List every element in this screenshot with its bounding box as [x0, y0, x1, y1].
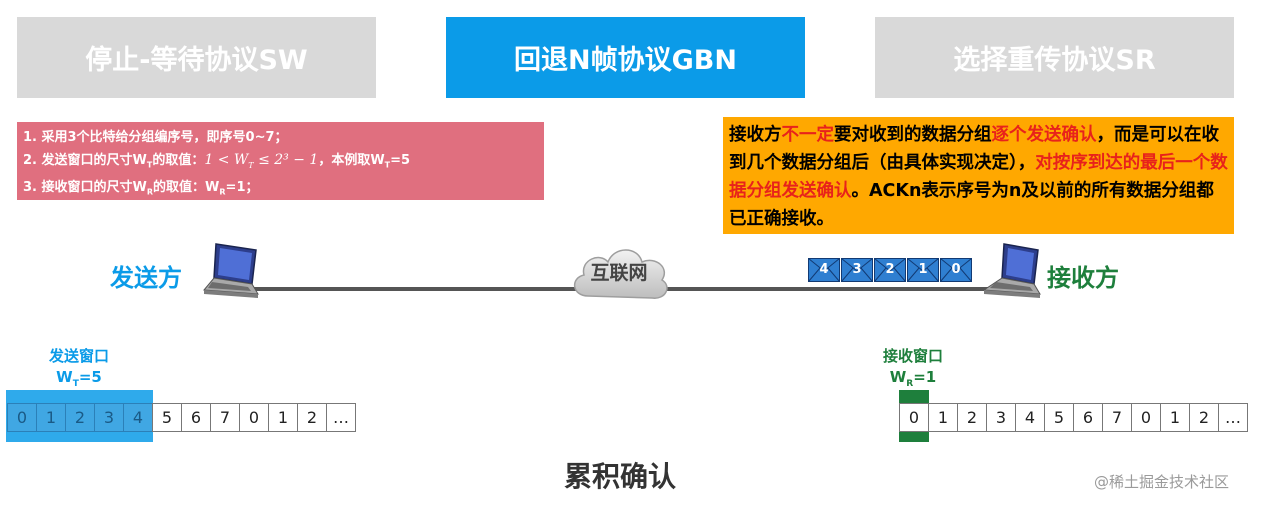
sequence-cell: 6: [1073, 403, 1103, 432]
packets-in-transit: 4 3 2 1 0: [808, 258, 973, 284]
watermark: @稀土掘金技术社区: [1094, 473, 1230, 491]
note-highlight-1: 不一定: [781, 125, 835, 145]
sender-sequence-row: 0 1 2 3 4 5 6 7 0 1 2 …: [7, 403, 356, 432]
sequence-cell: …: [326, 403, 356, 432]
sequence-cell: 3: [986, 403, 1016, 432]
sequence-cell: 4: [1015, 403, 1045, 432]
packet-envelope: 0: [940, 258, 972, 282]
packet-envelope: 1: [907, 258, 939, 282]
packet-number: 0: [951, 262, 961, 277]
packet-number: 2: [885, 262, 895, 277]
window-size-formula: 1 < WT ≤ 2³ − 1: [204, 152, 319, 170]
rule-2-suffix: ，本例取W: [318, 153, 385, 168]
sequence-cell: 7: [1102, 403, 1132, 432]
packet-number: 3: [852, 262, 862, 277]
sequence-cell: 3: [94, 403, 124, 432]
sequence-cell: 5: [152, 403, 182, 432]
rule-line-2: 2. 发送窗口的尺寸WT的取值：1 < WT ≤ 2³ − 1，本例取WT=5: [23, 149, 544, 177]
rule-line-3: 3. 接收窗口的尺寸WR的取值：WR=1；: [23, 179, 259, 197]
receiver-laptop-icon: [982, 243, 1041, 298]
tab-selective-repeat[interactable]: 选择重传协议SR: [875, 17, 1234, 98]
internet-label: 互联网: [590, 262, 648, 284]
rule-2-prefix: 2. 发送窗口的尺寸W: [23, 153, 147, 168]
packet-envelope: 3: [841, 258, 873, 282]
sequence-cell: 6: [181, 403, 211, 432]
receiver-label: 接收方: [1047, 264, 1119, 292]
note-highlight-2: 逐个发送确认: [991, 125, 1097, 145]
sender-window-title: 发送窗口: [48, 347, 109, 365]
packet-number: 1: [918, 262, 928, 277]
sequence-cell: 2: [1189, 403, 1219, 432]
cloud-icon: [574, 249, 668, 299]
packet-envelope: 4: [808, 258, 840, 282]
sequence-cell: 0: [239, 403, 269, 432]
sequence-cell: 0: [7, 403, 37, 432]
sequence-cell: 7: [210, 403, 240, 432]
rule-2-mid: 的取值：: [152, 153, 205, 168]
sender-label: 发送方: [110, 264, 182, 292]
rule-2-end: =5: [390, 153, 411, 168]
gbn-rules-box: 1. 采用3个比特给分组编序号，即序号0~7； 2. 发送窗口的尺寸WT的取值：…: [17, 122, 544, 200]
rule-line-1: 1. 采用3个比特给分组编序号，即序号0~7；: [23, 130, 288, 145]
link-internet-to-receiver: [650, 287, 998, 291]
sequence-cell: 0: [899, 403, 929, 432]
sequence-cell: 2: [297, 403, 327, 432]
sequence-cell: 2: [65, 403, 95, 432]
sequence-cell: 1: [36, 403, 66, 432]
slide-caption: 累积确认: [563, 460, 676, 493]
tab-stop-and-wait[interactable]: 停止-等待协议SW: [17, 17, 376, 98]
tab-go-back-n[interactable]: 回退N帧协议GBN: [446, 17, 805, 98]
receiver-sequence-row: 0 1 2 3 4 5 6 7 0 1 2 …: [899, 403, 1248, 432]
sequence-cell: 1: [268, 403, 298, 432]
receiver-window-size: WR=1: [889, 368, 937, 389]
sender-laptop-icon: [202, 243, 259, 298]
sequence-cell: 1: [1160, 403, 1190, 432]
cumulative-ack-note: 接收方不一定要对收到的数据分组逐个发送确认，而是可以在收到几个数据分组后（由具体…: [723, 117, 1234, 234]
rule-2-sub: T: [146, 160, 153, 170]
link-sender-to-internet: [250, 287, 585, 291]
sequence-cell: 5: [1044, 403, 1074, 432]
note-highlight-3: 对按序到达的最后一个数据分组发送确认: [729, 153, 1228, 201]
sequence-cell: 0: [1131, 403, 1161, 432]
sender-window-size: WT=5: [56, 368, 102, 389]
sequence-cell: …: [1218, 403, 1248, 432]
packet-number: 4: [819, 262, 829, 277]
packet-envelope: 2: [874, 258, 906, 282]
sequence-cell: 4: [123, 403, 153, 432]
sequence-cell: 2: [957, 403, 987, 432]
receiver-window-title: 接收窗口: [882, 347, 943, 365]
rule-2-suffix-sub: T: [384, 160, 391, 170]
sequence-cell: 1: [928, 403, 958, 432]
